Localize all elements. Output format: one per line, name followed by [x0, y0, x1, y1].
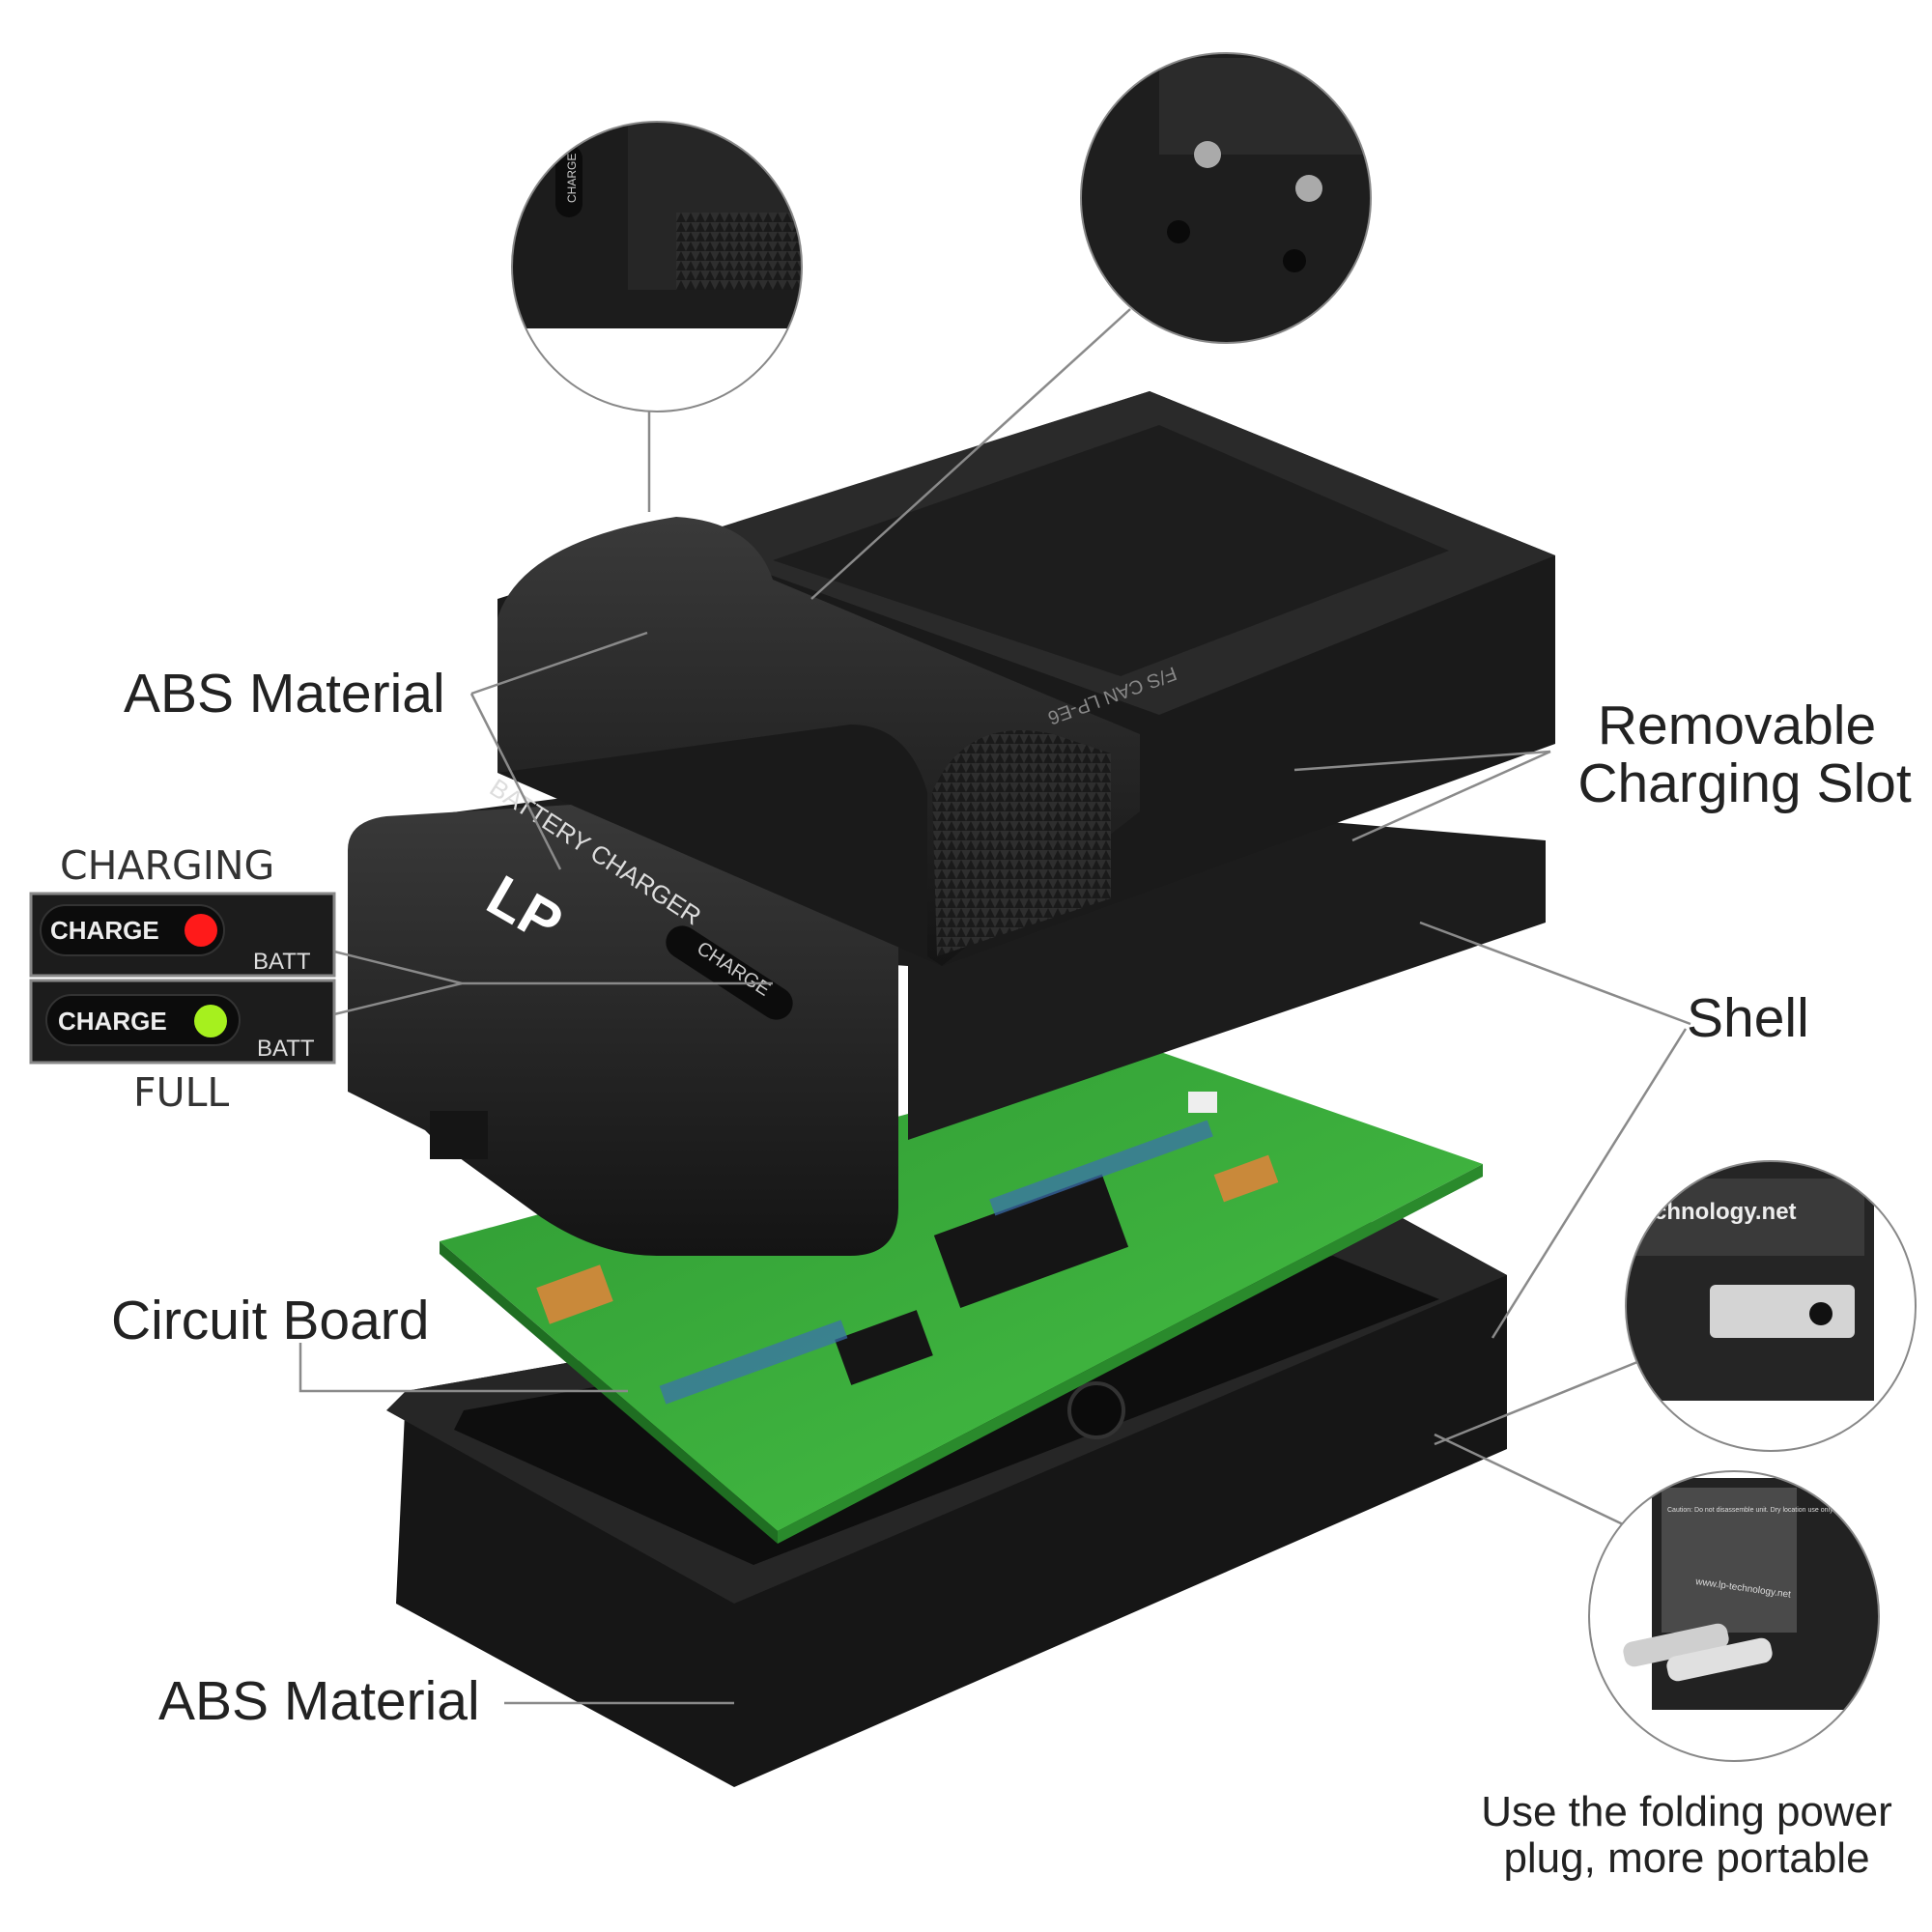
- red-led: [185, 914, 217, 947]
- upper-shell: LP BATTERY CHARGER CHARGE: [348, 773, 1546, 1256]
- detail-charge-text: CHARGE: [565, 154, 579, 203]
- led-button-text: CHARGE: [58, 1007, 167, 1036]
- label-removable-line1: Removable: [1598, 695, 1876, 756]
- led-button-text: CHARGE: [50, 916, 159, 945]
- label-abs-material-bottom: ABS Material: [158, 1670, 480, 1732]
- detail-circle-plug-unfolded: Caution: Do not disassemble unit. Dry lo…: [1588, 1470, 1880, 1762]
- circuit-board: [440, 1048, 1483, 1544]
- green-led: [194, 1005, 227, 1037]
- leader-lines: [298, 308, 1691, 1705]
- detail-caution-text: Caution: Do not disassemble unit. Dry lo…: [1667, 1507, 1834, 1514]
- label-full: FULL: [133, 1069, 229, 1116]
- detail-circle-contacts: [1080, 52, 1372, 344]
- led-panel-full: CHARGE BATT: [29, 979, 336, 1065]
- label-circuit-board: Circuit Board: [111, 1290, 429, 1351]
- removable-charging-slot: F/S CAN LP-E6: [497, 391, 1555, 966]
- label-charging: CHARGING: [60, 842, 274, 889]
- detail-url-partial: chnology.net: [1654, 1199, 1797, 1225]
- batt-partial-text: BATT: [253, 949, 311, 975]
- detail-circle-plug-folded: chnology.net: [1625, 1160, 1917, 1452]
- batt-partial-text: BATT: [257, 1036, 315, 1062]
- label-shell: Shell: [1687, 987, 1809, 1049]
- label-removable-line2: Charging Slot: [1577, 753, 1912, 814]
- label-abs-material-top: ABS Material: [124, 663, 445, 724]
- caption-line2: plug, more portable: [1503, 1834, 1869, 1882]
- caption-line1: Use the folding power: [1481, 1788, 1892, 1835]
- detail-circle-button: CHARGE: [511, 121, 803, 412]
- led-panel-charging: CHARGE BATT: [29, 892, 336, 978]
